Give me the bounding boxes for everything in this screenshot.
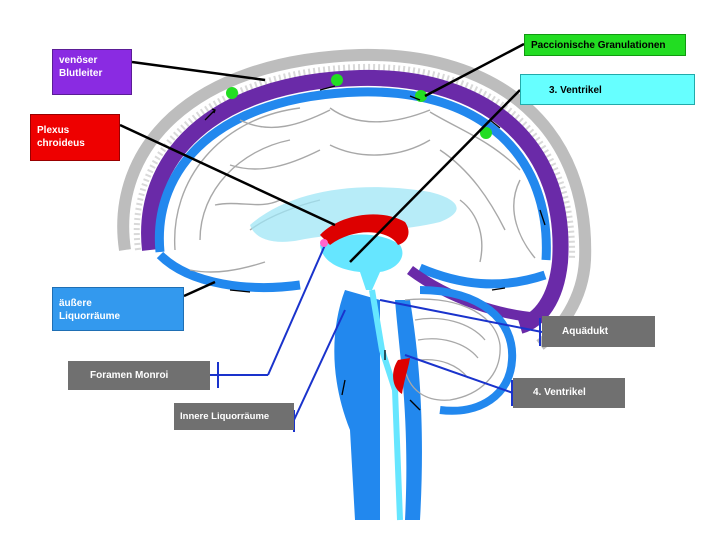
pointer-lines-blue bbox=[210, 244, 543, 432]
third-ventricle bbox=[320, 234, 403, 290]
label-3-ventrikel: 3. Ventrikel bbox=[520, 74, 695, 105]
label-foramen-monroi: Foramen Monroi bbox=[68, 361, 210, 390]
label-aeussere-liquorraeume: äußere Liquorräume bbox=[52, 287, 184, 331]
foramen-monroi-marker bbox=[320, 239, 328, 247]
label-innere-liquorraeume: Innere Liquorräume bbox=[174, 403, 294, 430]
skull-outline bbox=[117, 48, 592, 350]
label-4-ventrikel: 4. Ventrikel bbox=[513, 378, 625, 408]
venous-sinus bbox=[141, 69, 569, 334]
brainstem-csf bbox=[334, 290, 380, 520]
cerebellum-outer-csf bbox=[419, 286, 517, 415]
cerebellum bbox=[404, 298, 501, 401]
outer-csf-bottom bbox=[156, 251, 547, 292]
lateral-ventricle bbox=[250, 187, 457, 242]
fourth-ventricle-plexus bbox=[393, 358, 410, 394]
spinal-canal-right bbox=[395, 300, 422, 520]
label-venoeser-blutleiter: venöser Blutleiter bbox=[52, 49, 132, 95]
skull-dotted-bone bbox=[133, 63, 576, 259]
label-aquaedukt: Aquädukt bbox=[542, 316, 655, 347]
label-paccionische-granulationen: Paccionische Granulationen bbox=[524, 34, 686, 56]
outer-csf-space bbox=[154, 87, 551, 261]
pointer-lines-black bbox=[119, 42, 525, 298]
choroid-plexus bbox=[320, 214, 409, 245]
aqueduct-channel bbox=[369, 289, 403, 521]
flow-arrows bbox=[204, 85, 546, 411]
label-plexus-chroideus: Plexus chroideus bbox=[30, 114, 120, 161]
